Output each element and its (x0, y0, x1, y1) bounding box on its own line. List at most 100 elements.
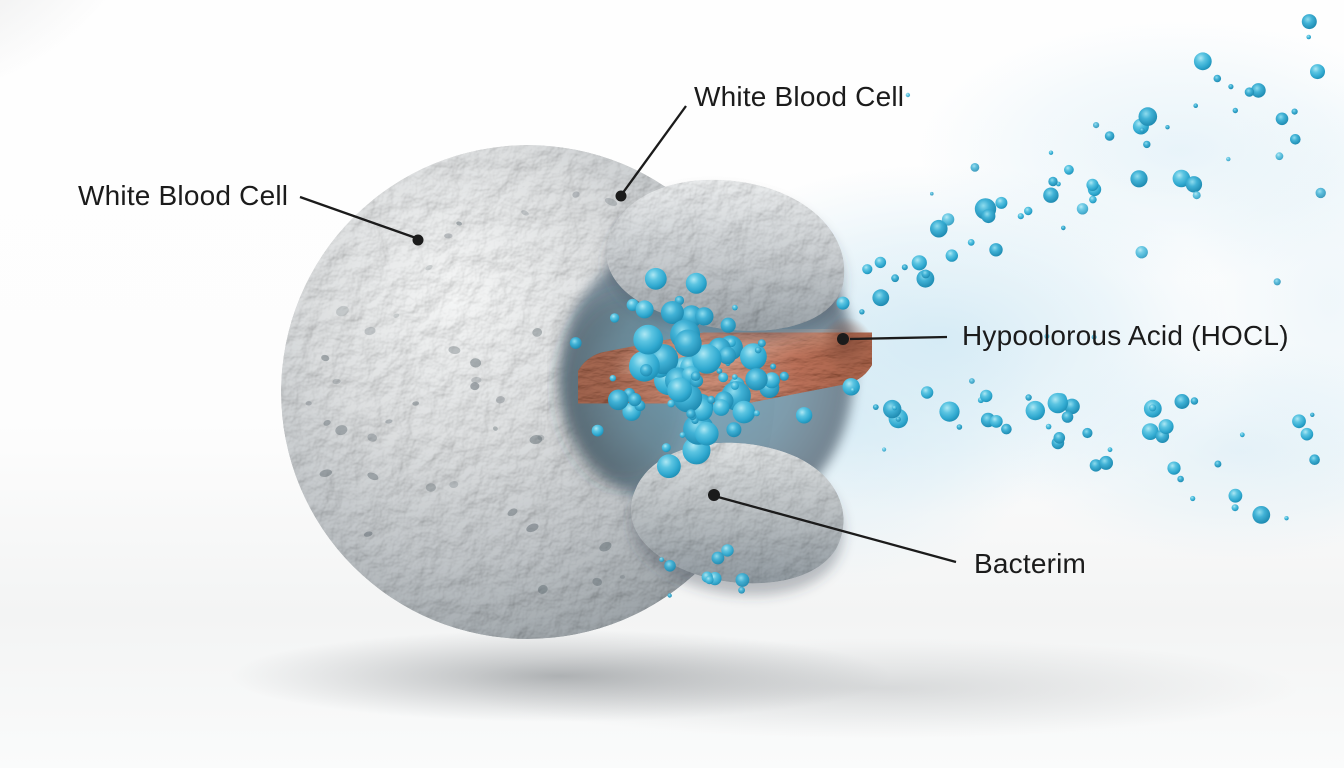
hocl-particle (956, 424, 963, 430)
hocl-particle (891, 274, 899, 283)
hocl-particle (970, 163, 980, 172)
hocl-particle (1275, 112, 1289, 126)
hocl-particle (1061, 411, 1074, 423)
hocl-particle (967, 239, 975, 246)
hocl-particle (685, 272, 707, 294)
hocl-particle (661, 443, 671, 453)
hocl-particle (753, 410, 760, 417)
label-hypochlorous-acid: Hypoolorous Acid (HOCL) (962, 320, 1289, 351)
hocl-particle (1315, 187, 1326, 199)
hocl-particle (901, 264, 908, 271)
hocl-particle (664, 560, 676, 572)
hocl-particle (1284, 516, 1289, 521)
cell-pore (363, 531, 373, 537)
hocl-particle (745, 368, 768, 391)
hocl-particle (1167, 461, 1181, 475)
cell-pore (532, 328, 543, 337)
leader-line-hocl (849, 335, 948, 341)
hocl-particle (989, 415, 1003, 428)
hocl-particle (1138, 107, 1158, 126)
cell-pore (335, 425, 348, 436)
cell-pore (492, 426, 498, 431)
hocl-particle (1214, 460, 1222, 468)
cell-pore (364, 326, 376, 336)
hocl-particle (1023, 206, 1033, 216)
hocl-particle (1043, 187, 1059, 203)
hocl-particle (1190, 397, 1199, 405)
hocl-particle (1185, 176, 1203, 193)
hocl-particle (695, 307, 714, 326)
hocl-particle (1290, 134, 1301, 145)
hocl-particle (633, 324, 664, 355)
hocl-particle (770, 363, 777, 370)
hocl-particle (945, 249, 958, 262)
hocl-particle (1273, 278, 1281, 286)
cell-pore (448, 346, 461, 355)
cell-pore (425, 265, 433, 271)
hocl-particle (1025, 394, 1032, 401)
pseudopod-bottom (630, 442, 844, 584)
hocl-particle (1104, 131, 1115, 141)
hocl-particle (763, 372, 780, 389)
hocl-particle (882, 447, 887, 452)
cell-pore (604, 197, 618, 206)
hocl-particle (930, 219, 948, 238)
cell-pore (305, 401, 312, 406)
cell-pore (367, 433, 378, 442)
hocl-particle (1086, 178, 1099, 191)
hocl-particle (1048, 150, 1054, 155)
hocl-particle (732, 400, 756, 424)
hocl-particle (1135, 246, 1148, 259)
hocl-particle (921, 269, 931, 279)
hocl-particle (718, 372, 729, 383)
hocl-particle (1244, 87, 1255, 97)
leader-dot-bacterium (708, 489, 720, 501)
hocl-particle (980, 389, 993, 403)
hocl-particle (591, 424, 604, 437)
hocl-particle (721, 544, 734, 557)
hocl-particle (939, 401, 960, 422)
hocl-particle (1231, 504, 1239, 512)
hocl-particle (1251, 83, 1266, 98)
hocl-particle (712, 399, 730, 416)
hocl-particles (569, 14, 1326, 598)
hocl-particle (667, 377, 692, 403)
hocl-particle (1107, 447, 1113, 453)
cell-pore (319, 469, 332, 477)
cell-shadow (230, 630, 1300, 738)
hocl-particle (1190, 495, 1196, 502)
hocl-particle (1044, 333, 1050, 339)
hocl-particle (1045, 423, 1052, 430)
hocl-particle (726, 422, 742, 438)
hocl-particle (1239, 432, 1245, 438)
leader-line-wbc-top (621, 105, 687, 195)
hocl-particle (883, 399, 902, 419)
cell-pore (529, 435, 543, 445)
hocl-particle (989, 243, 1003, 257)
hocl-particle (1252, 506, 1271, 524)
hocl-particle (1301, 14, 1317, 30)
cell-pore (537, 434, 545, 441)
cell-pore (470, 358, 482, 368)
hocl-particle (1310, 412, 1315, 417)
hocl-particle (659, 557, 664, 562)
hocl-particle (1091, 334, 1097, 340)
hocl-particle (1048, 176, 1058, 187)
cell-pore (572, 191, 580, 198)
hocl-particle (981, 209, 996, 224)
hocl-particle (892, 405, 897, 411)
hocl-particle (1141, 423, 1159, 440)
hocl-particle (1213, 74, 1222, 83)
hocl-particle (705, 575, 714, 585)
hocl-particle (969, 378, 975, 384)
hocl-particle (1064, 164, 1074, 175)
cell-pore (537, 584, 548, 594)
hocl-particle (718, 346, 736, 365)
hocl-particle (1306, 34, 1311, 40)
hocl-particle (836, 296, 850, 310)
hocl-particle (1089, 459, 1103, 472)
hocl-particle (716, 368, 723, 374)
hocl-particle (1149, 404, 1157, 412)
hocl-particle (732, 374, 738, 380)
hocl-particle (1310, 64, 1325, 80)
